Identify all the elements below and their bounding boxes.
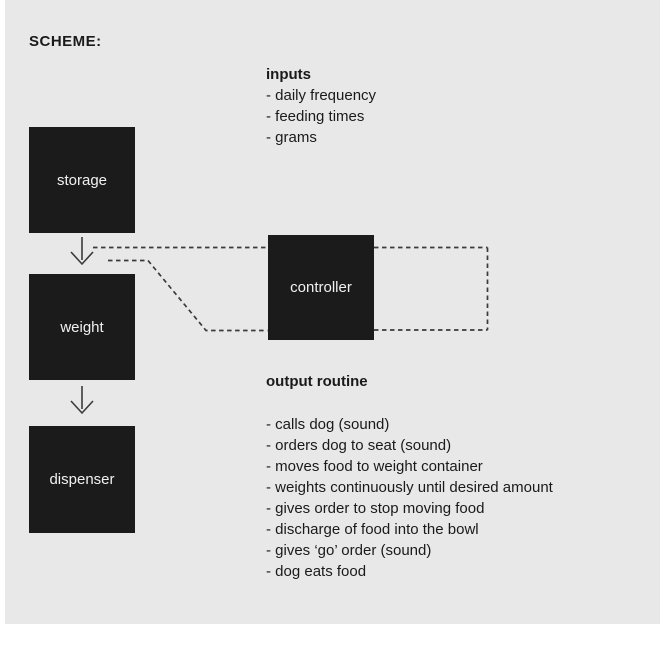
box-label-storage: storage: [56, 171, 108, 189]
list-item: - dog eats food: [266, 563, 367, 580]
flow-box-weight: weight: [29, 274, 135, 380]
output-routine-list: - calls dog (sound) - orders dog to seat…: [266, 414, 553, 582]
list-item: - orders dog to seat (sound): [266, 437, 452, 454]
flow-box-controller: controller: [268, 235, 374, 340]
list-item: - feeding times: [266, 108, 365, 125]
list-item: - daily frequency: [266, 87, 377, 104]
page-title: SCHEME:: [29, 33, 102, 50]
output-routine-heading: output routine: [266, 373, 368, 390]
list-item: - calls dog (sound): [266, 416, 390, 433]
box-label-dispenser: dispenser: [49, 471, 115, 488]
flow-box-dispenser: dispenser: [29, 426, 135, 533]
flow-box-storage: storage: [29, 127, 135, 233]
box-label-weight: weight: [60, 318, 104, 336]
box-label-controller: controller: [290, 279, 352, 296]
inputs-heading: inputs: [266, 66, 311, 83]
list-item: - moves food to weight container: [266, 458, 483, 475]
list-item: - weights continuously until desired amo…: [266, 479, 553, 496]
output-routine-section: output routine - calls dog (sound) - ord…: [266, 371, 553, 582]
list-item: - discharge of food into the bowl: [266, 521, 479, 538]
inputs-section: inputs - daily frequency - feeding times…: [266, 64, 376, 148]
list-item: - grams: [266, 129, 317, 146]
list-item: - gives order to stop moving food: [266, 500, 485, 517]
inputs-list: - daily frequency - feeding times - gram…: [266, 85, 376, 148]
list-item: - gives ‘go’ order (sound): [266, 542, 432, 559]
